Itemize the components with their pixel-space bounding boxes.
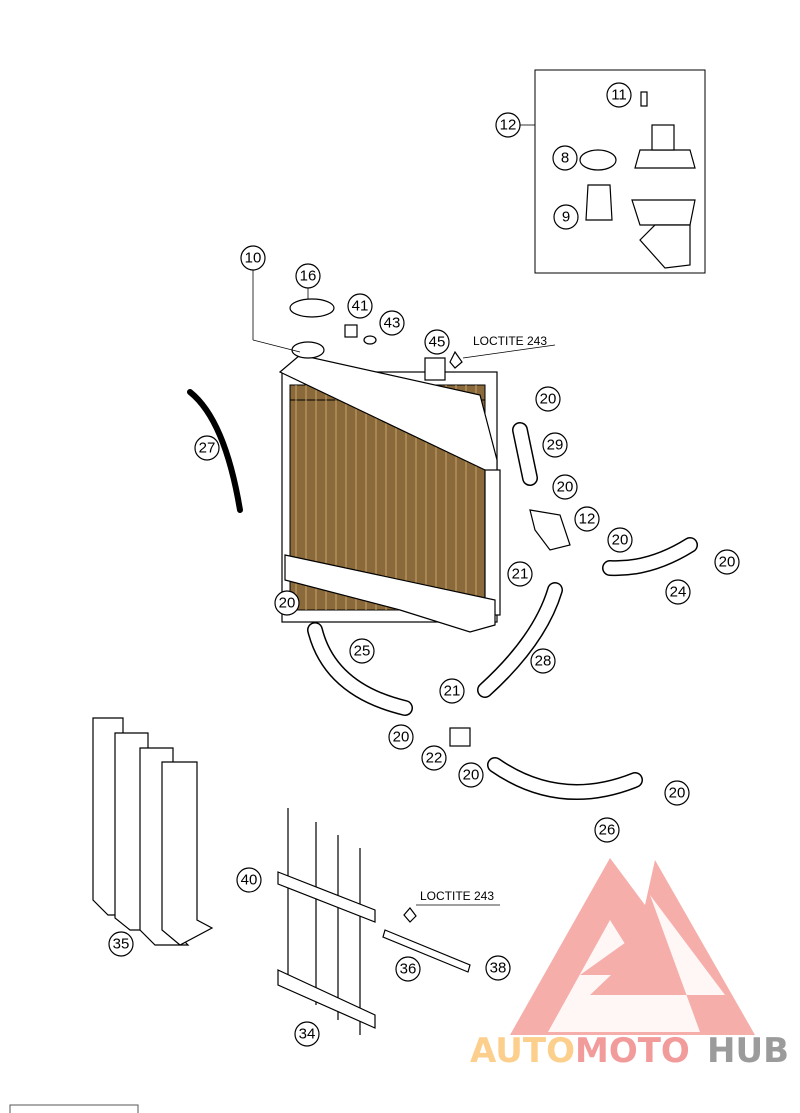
automotohub-watermark-logo: AUTO MOTO HUB xyxy=(470,858,789,1071)
watermark-hub: HUB xyxy=(707,1031,789,1071)
callout-12: 12 xyxy=(574,506,600,532)
callout-20: 20 xyxy=(714,549,740,575)
svg-text:20: 20 xyxy=(557,479,574,496)
callout-20: 20 xyxy=(607,527,633,553)
cap xyxy=(289,298,335,318)
svg-text:40: 40 xyxy=(241,872,258,889)
callout-36: 36 xyxy=(395,956,421,982)
drawing-number-box xyxy=(9,1104,139,1113)
svg-text:28: 28 xyxy=(535,653,552,670)
svg-text:21: 21 xyxy=(444,683,461,700)
callout-21: 21 xyxy=(507,561,533,587)
svg-text:27: 27 xyxy=(199,440,216,457)
callout-43: 43 xyxy=(379,310,405,336)
thermostat-housing xyxy=(449,509,571,747)
watermark-moto: MOTO xyxy=(575,1031,690,1071)
callout-26: 26 xyxy=(594,817,620,843)
bushing xyxy=(424,357,446,381)
callout-24: 24 xyxy=(665,579,691,605)
loctite-note-bottom: LOCTITE 243 xyxy=(420,889,494,903)
callout-8: 8 xyxy=(552,145,578,171)
svg-text:22: 22 xyxy=(426,750,443,767)
svg-text:38: 38 xyxy=(490,960,507,977)
callout-20: 20 xyxy=(388,724,414,750)
svg-text:11: 11 xyxy=(611,87,627,104)
bolt-rod xyxy=(382,904,500,973)
svg-text:12: 12 xyxy=(579,511,596,528)
radiator-louvers xyxy=(277,808,376,1035)
callout-34: 34 xyxy=(294,1021,320,1047)
svg-text:41: 41 xyxy=(352,298,369,315)
svg-text:25: 25 xyxy=(354,643,371,660)
svg-text:24: 24 xyxy=(670,584,687,601)
callout-20: 20 xyxy=(458,762,484,788)
loctite-note-top: LOCTITE 243 xyxy=(473,334,547,348)
thermostat-inset-box xyxy=(534,69,706,274)
callout-20: 20 xyxy=(552,474,578,500)
washer xyxy=(363,335,377,345)
svg-text:20: 20 xyxy=(279,595,296,612)
callout-29: 29 xyxy=(542,432,568,458)
svg-text:10: 10 xyxy=(245,250,262,267)
callout-20: 20 xyxy=(535,386,561,412)
svg-text:20: 20 xyxy=(393,729,410,746)
svg-text:12: 12 xyxy=(500,117,517,134)
svg-text:45: 45 xyxy=(429,334,446,351)
callout-45: 45 xyxy=(424,329,450,355)
svg-text:8: 8 xyxy=(561,150,569,167)
callout-25: 25 xyxy=(349,638,375,664)
callout-20: 20 xyxy=(664,780,690,806)
callout-16: 16 xyxy=(295,263,321,289)
callout-11: 11 xyxy=(606,82,632,108)
svg-text:20: 20 xyxy=(612,532,629,549)
svg-text:29: 29 xyxy=(547,437,564,454)
svg-text:36: 36 xyxy=(400,961,417,978)
watermark-auto: AUTO xyxy=(470,1031,575,1071)
callout-10: 10 xyxy=(240,245,266,271)
callout-27: 27 xyxy=(194,435,220,461)
callout-41: 41 xyxy=(347,293,373,319)
t-piece xyxy=(449,727,471,747)
svg-text:34: 34 xyxy=(299,1026,316,1043)
svg-text:20: 20 xyxy=(719,554,736,571)
callout-20: 20 xyxy=(274,590,300,616)
hoses xyxy=(187,389,698,800)
svg-text:20: 20 xyxy=(669,785,686,802)
svg-text:21: 21 xyxy=(512,566,529,583)
callout-22: 22 xyxy=(421,745,447,771)
radiator xyxy=(278,341,501,633)
nut xyxy=(344,324,358,338)
svg-text:43: 43 xyxy=(384,315,401,332)
callout-21: 21 xyxy=(439,678,465,704)
svg-text:20: 20 xyxy=(540,391,557,408)
svg-text:35: 35 xyxy=(113,936,130,953)
callout-28: 28 xyxy=(530,648,556,674)
callout-38: 38 xyxy=(485,955,511,981)
callout-40: 40 xyxy=(236,867,262,893)
svg-text:16: 16 xyxy=(300,268,317,285)
thermostat-housing-parts xyxy=(579,91,696,269)
svg-text:9: 9 xyxy=(562,209,570,226)
callout-12: 12 xyxy=(495,112,521,138)
callout-35: 35 xyxy=(108,931,134,957)
svg-text:20: 20 xyxy=(463,767,480,784)
radiator-guards xyxy=(92,717,214,946)
callout-9: 9 xyxy=(553,204,579,230)
svg-text:26: 26 xyxy=(599,822,616,839)
